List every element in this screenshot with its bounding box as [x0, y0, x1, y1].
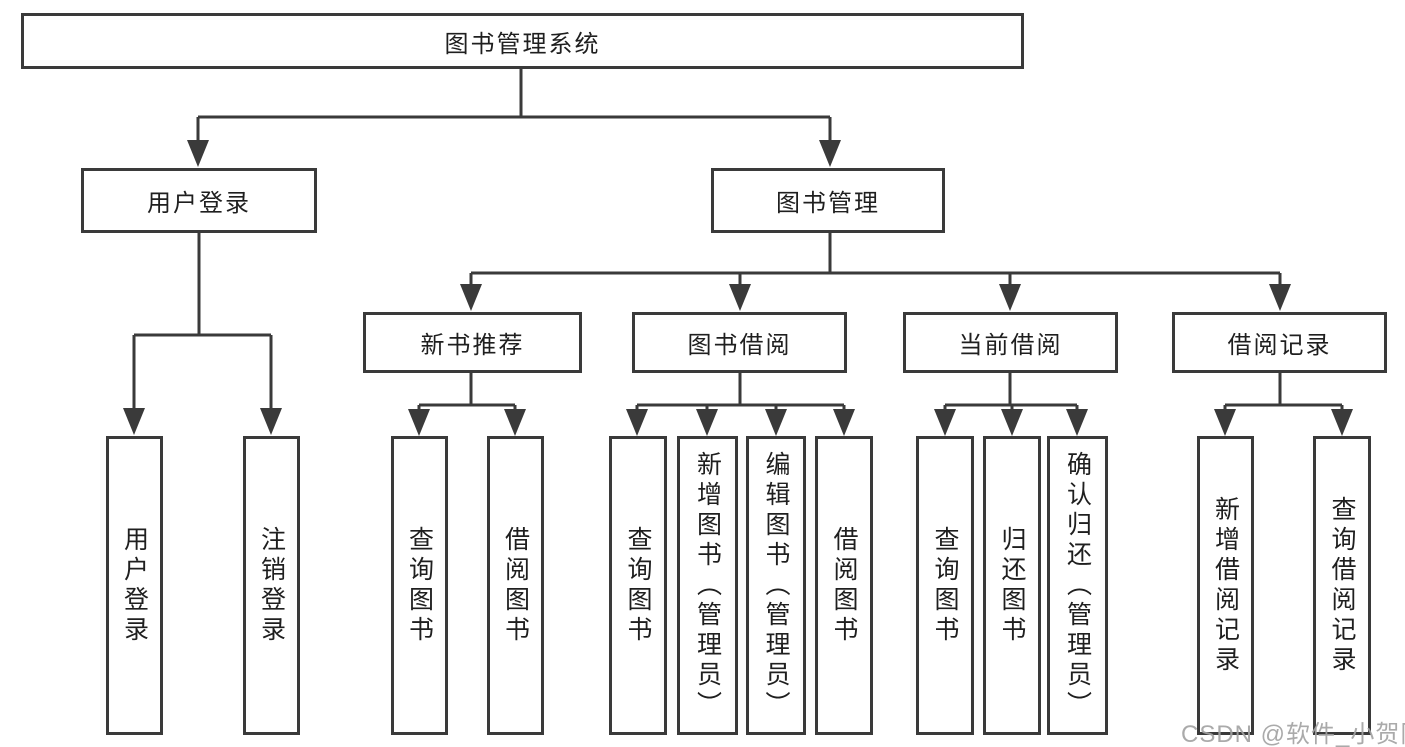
node-book-borrowing: 图书借阅 — [632, 312, 847, 373]
leaf-current-return-books-label: 归还图书 — [998, 525, 1026, 646]
arrowheads — [123, 140, 1353, 436]
leaf-borrowing-edit-books-admin: 编辑图书（管理员） — [746, 436, 806, 735]
connector-currentborrow-to-leaves — [943, 373, 1079, 412]
arrowhead-icon — [626, 409, 648, 436]
leaf-logout-label: 注销登录 — [257, 525, 286, 646]
connector-root-to-level2 — [196, 69, 832, 145]
leaf-borrowing-borrow-books: 借阅图书 — [815, 436, 873, 735]
arrowhead-icon — [999, 284, 1021, 311]
arrowhead-icon — [819, 140, 841, 167]
leaf-borrowing-query-books: 查询图书 — [609, 436, 667, 735]
leaf-borrowing-borrow-books-label: 借阅图书 — [830, 525, 858, 646]
node-book-management: 图书管理 — [711, 168, 945, 233]
leaf-newbook-borrow-books: 借阅图书 — [487, 436, 544, 735]
leaf-current-confirm-return-admin: 确认归还（管理员） — [1047, 436, 1108, 735]
arrowhead-icon — [460, 284, 482, 311]
leaf-records-add-record: 新增借阅记录 — [1197, 436, 1254, 735]
leaf-logout: 注销登录 — [243, 436, 300, 735]
connector-newbookrec-to-leaves — [417, 373, 517, 412]
node-borrowing-records: 借阅记录 — [1172, 312, 1387, 373]
arrowhead-icon — [123, 408, 145, 435]
arrowhead-icon — [833, 409, 855, 436]
node-root: 图书管理系统 — [21, 13, 1024, 69]
arrowhead-icon — [1001, 409, 1023, 436]
leaf-current-query-books-label: 查询图书 — [931, 525, 959, 646]
connector-borrowrecords-to-leaves — [1223, 373, 1344, 412]
leaf-current-confirm-return-admin-label: 确认归还（管理员） — [1063, 450, 1092, 721]
leaf-borrowing-edit-books-admin-label: 编辑图书（管理员） — [762, 450, 790, 721]
node-borrowing-records-label: 借阅记录 — [1227, 332, 1332, 359]
arrowhead-icon — [1331, 409, 1353, 436]
node-root-label: 图书管理系统 — [444, 30, 601, 58]
node-user-login-label: 用户登录 — [147, 190, 251, 217]
arrowhead-icon — [260, 408, 282, 435]
arrowhead-icon — [729, 284, 751, 311]
node-book-management-label: 图书管理 — [776, 190, 880, 217]
node-current-borrowing: 当前借阅 — [903, 312, 1118, 373]
arrowhead-icon — [696, 409, 718, 436]
node-new-book-recommend-label: 新书推荐 — [420, 332, 525, 359]
leaf-borrowing-add-books-admin-label: 新增图书（管理员） — [693, 450, 722, 721]
leaf-borrowing-query-books-label: 查询图书 — [624, 525, 652, 646]
connector-bookmgmt-to-level3 — [469, 233, 1282, 288]
connector-userlogin-to-leaves — [132, 233, 273, 412]
csdn-watermark: CSDN @软件_小贺同学 — [1181, 721, 1405, 747]
node-user-login: 用户登录 — [81, 168, 317, 233]
leaf-records-add-record-label: 新增借阅记录 — [1211, 495, 1240, 676]
arrowhead-icon — [765, 409, 787, 436]
node-current-borrowing-label: 当前借阅 — [958, 332, 1063, 359]
leaf-current-return-books: 归还图书 — [983, 436, 1041, 735]
leaf-user-login-label: 用户登录 — [120, 525, 149, 646]
arrowhead-icon — [1066, 409, 1088, 436]
leaf-current-query-books: 查询图书 — [916, 436, 974, 735]
leaf-newbook-query-books: 查询图书 — [391, 436, 448, 735]
leaf-newbook-query-books-label: 查询图书 — [405, 525, 434, 646]
leaf-newbook-borrow-books-label: 借阅图书 — [501, 525, 530, 646]
arrowhead-icon — [187, 140, 209, 167]
arrowhead-icon — [408, 409, 430, 436]
arrowhead-icon — [1269, 284, 1291, 311]
leaf-records-query-record: 查询借阅记录 — [1313, 436, 1371, 735]
arrowhead-icon — [1214, 409, 1236, 436]
leaf-borrowing-add-books-admin: 新增图书（管理员） — [677, 436, 738, 735]
node-new-book-recommend: 新书推荐 — [363, 312, 582, 373]
arrowhead-icon — [504, 409, 526, 436]
arrowhead-icon — [934, 409, 956, 436]
connector-bookborrow-to-leaves — [635, 373, 846, 412]
node-book-borrowing-label: 图书借阅 — [687, 332, 792, 359]
leaf-records-query-record-label: 查询借阅记录 — [1328, 495, 1356, 676]
leaf-user-login: 用户登录 — [106, 436, 163, 735]
